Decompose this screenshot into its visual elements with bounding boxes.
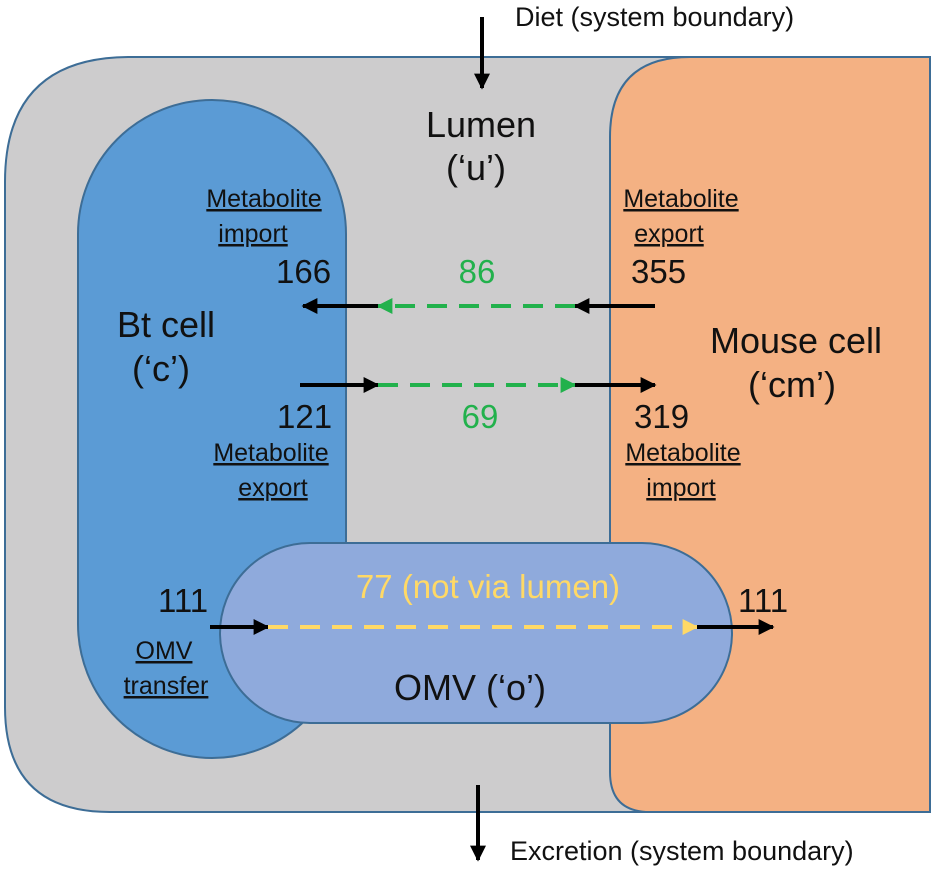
lumen-code: (‘u’)	[446, 147, 506, 188]
mouse-import-label-line2: import	[646, 474, 716, 502]
shared-69-label: 69	[462, 398, 499, 435]
mouse-import-label-line1: Metabolite	[625, 439, 740, 467]
mouse-import-count: 319	[634, 398, 689, 435]
omv-transfer-count: 111	[158, 582, 208, 619]
excretion-label: Excretion (system boundary)	[510, 836, 854, 866]
omv-shared-label: 77 (not via lumen)	[356, 568, 620, 605]
mouse-cell-name: Mouse cell	[710, 320, 882, 361]
omv-receive-count: 111	[738, 582, 788, 619]
lumen-name: Lumen	[426, 104, 536, 145]
bt-export-label-line1: Metabolite	[213, 439, 328, 467]
mouse-export-label-line2: export	[634, 220, 704, 248]
bt-cell-code: (‘c’)	[132, 348, 190, 389]
shared-86-label: 86	[459, 253, 496, 290]
diet-label: Diet (system boundary)	[515, 2, 794, 32]
mouse-cell-code: (‘cm’)	[748, 364, 836, 405]
mouse-export-count: 355	[631, 253, 686, 290]
bt-export-count: 121	[277, 398, 332, 435]
omv-name: OMV (‘o’)	[394, 667, 546, 708]
omv-transfer-label-line2: transfer	[124, 672, 209, 700]
bt-export-label-line2: export	[238, 474, 308, 502]
bt-import-count: 166	[276, 253, 331, 290]
bt-cell-name: Bt cell	[117, 304, 215, 345]
bt-import-label-line1: Metabolite	[206, 185, 321, 213]
omv-transfer-label-line1: OMV	[136, 637, 193, 665]
bt-import-label-line2: import	[218, 220, 288, 248]
mouse-export-label-line1: Metabolite	[623, 185, 738, 213]
omv-compartment	[219, 542, 733, 724]
